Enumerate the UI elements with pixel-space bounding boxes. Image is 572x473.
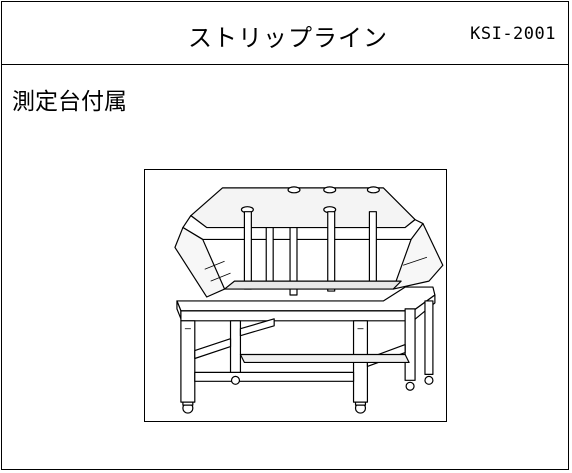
product-code: KSI-2001 bbox=[470, 24, 556, 44]
figure-frame bbox=[144, 169, 447, 422]
section-title: 測定台付属 bbox=[12, 89, 127, 115]
product-title: ストリップライン bbox=[188, 24, 388, 52]
document-header: ストリップライン KSI-2001 bbox=[2, 2, 568, 65]
measuring-table-drawing-icon bbox=[174, 186, 444, 414]
